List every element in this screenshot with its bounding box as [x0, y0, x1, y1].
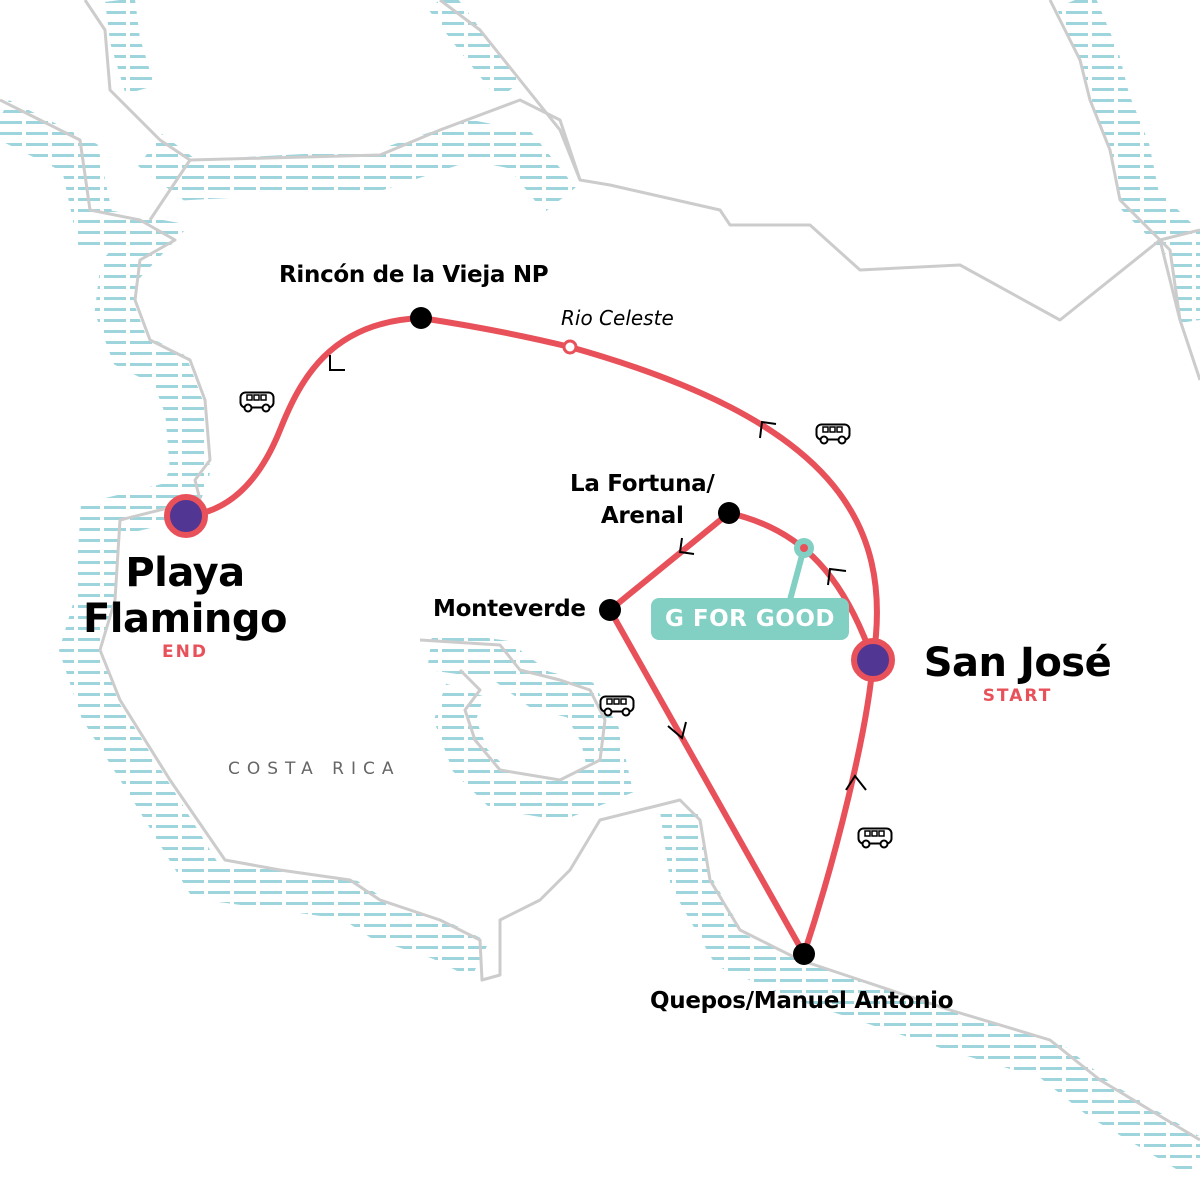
stop-label-fortuna-line2: Arenal [600, 503, 684, 529]
route [183, 315, 880, 957]
end-tag: END [162, 642, 208, 662]
arrow-icon [329, 355, 345, 371]
stop-label-monteverde: Monteverde [433, 596, 586, 622]
route-fortuna-monteverde [607, 510, 732, 613]
stop-marker-monteverde [599, 599, 621, 621]
stop-label-rincon: Rincón de la Vieja NP [279, 262, 549, 288]
route-sanjose-rioceleste [567, 344, 880, 663]
end-name-line1: Playa [125, 550, 245, 596]
arrow-icon [827, 567, 847, 586]
g-for-good-badge: G FOR GOOD [651, 598, 849, 640]
stop-marker-rincon [410, 307, 432, 329]
arrow-icon [759, 420, 777, 439]
start-marker-sanjose [851, 638, 895, 682]
route-rincon-flamingo [183, 315, 424, 519]
coastlines-and-borders [0, 0, 1200, 1142]
arrow-icon [667, 721, 687, 740]
direction-arrows [329, 355, 867, 791]
route-quepos-sanjose [801, 657, 876, 957]
rio-celeste-marker [562, 339, 578, 355]
end-label: Playa Flamingo END [70, 550, 300, 662]
bus-icon [239, 391, 275, 413]
end-name-line2: Flamingo [82, 596, 288, 642]
bus-icon [815, 423, 851, 445]
stop-label-quepos: Quepos/Manuel Antonio [650, 988, 954, 1014]
country-label: COSTA RICA [228, 759, 401, 779]
start-tag: START [982, 686, 1053, 706]
route-monteverde-quepos [607, 607, 807, 957]
bus-icon [599, 695, 635, 717]
stop-label-fortuna: La Fortuna/ Arenal [570, 468, 715, 532]
bus-icon [857, 827, 893, 849]
arrow-icon [845, 774, 867, 791]
start-name: San José [923, 640, 1112, 686]
end-marker-flamingo [164, 494, 208, 538]
start-label: San José START [910, 640, 1125, 706]
arrow-icon [678, 537, 695, 555]
route-sanjose-fortuna [726, 510, 876, 663]
route-rioceleste-rincon [418, 315, 573, 350]
stop-marker-fortuna [718, 502, 740, 524]
stop-label-fortuna-line1: La Fortuna/ [570, 471, 715, 497]
poi-label-rio-celeste: Rio Celeste [561, 306, 674, 330]
g-for-good-pin [787, 538, 814, 601]
stop-marker-quepos [793, 943, 815, 965]
